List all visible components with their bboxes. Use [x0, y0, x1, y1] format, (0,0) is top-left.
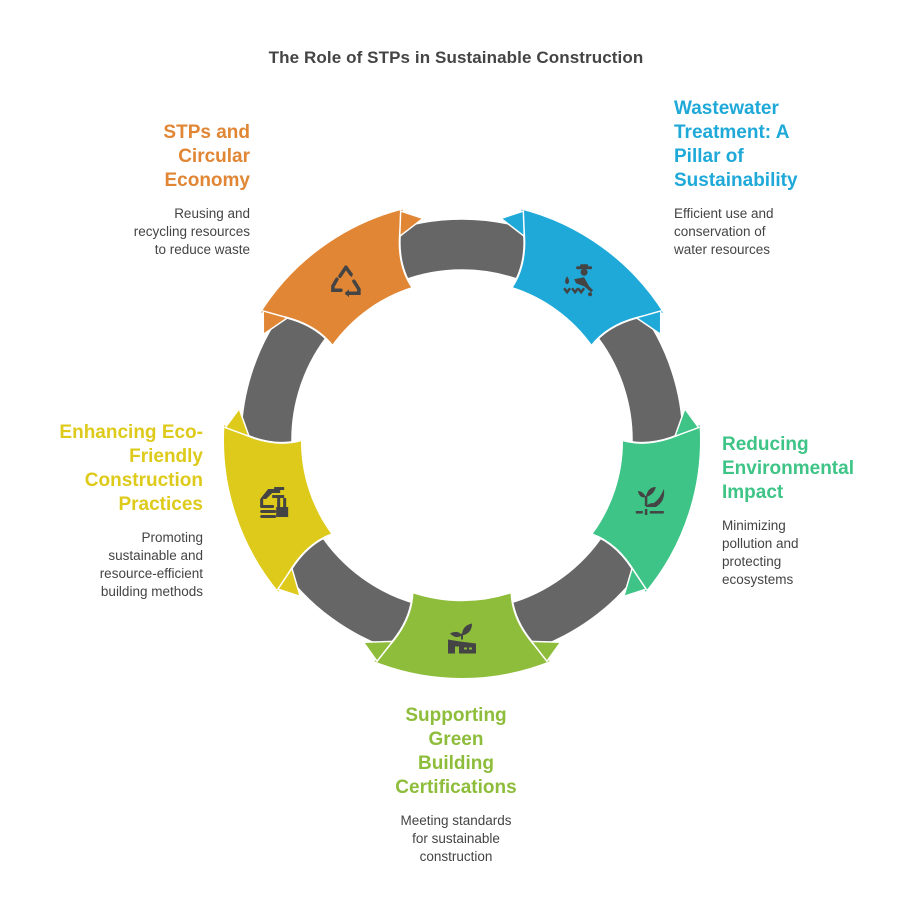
- recycle-icon: [331, 265, 361, 298]
- description-line: conservation of: [674, 224, 766, 239]
- segment-fold: [622, 566, 648, 598]
- segment-fold: [262, 309, 290, 336]
- heading-line: STPs and: [163, 122, 250, 143]
- segment-description: Efficient use and conservation of water re…: [674, 205, 874, 259]
- segment-wastewater[interactable]: [499, 206, 667, 348]
- segment-fold: [276, 566, 302, 598]
- heading-line: Practices: [118, 494, 203, 515]
- heading-line: Green: [428, 729, 484, 750]
- heading-line: Reducing: [722, 434, 809, 455]
- segment-fold: [361, 640, 395, 663]
- description-line: ecosystems: [722, 572, 794, 587]
- heading-line: Friendly: [129, 446, 203, 467]
- description-line: water resources: [674, 242, 771, 257]
- hand-plant-icon: [635, 487, 665, 516]
- green-factory-icon: [448, 623, 476, 654]
- heading-line: Enhancing Eco-: [59, 422, 203, 443]
- segment-fold: [224, 407, 251, 438]
- segment-description: Reusing and recycling resources to reduce …: [50, 205, 250, 259]
- description-line: protecting: [722, 554, 782, 569]
- segment-circular[interactable]: [257, 206, 425, 348]
- heading-line: Treatment: A: [674, 122, 790, 143]
- description-line: sustainable and: [108, 548, 203, 563]
- segment-shape: [257, 206, 415, 348]
- description-line: Efficient use and: [674, 206, 774, 221]
- description-line: Minimizing: [722, 518, 786, 533]
- description-line: resource-efficient: [99, 566, 203, 581]
- heading-line: Certifications: [395, 777, 517, 798]
- diagram-title: The Role of STPs in Sustainable Construc…: [268, 48, 644, 67]
- description-line: Promoting: [141, 530, 203, 545]
- heading-line: Environmental: [722, 458, 854, 479]
- segment-description: Minimizing pollution and protecting ecosyst…: [722, 517, 902, 589]
- heading-line: Building: [418, 753, 494, 774]
- segment-environment[interactable]: [589, 407, 702, 598]
- heading-line: Construction: [84, 470, 203, 491]
- segment-shape: [509, 206, 667, 348]
- heading-line: Economy: [164, 170, 250, 191]
- segment-certifications[interactable]: [361, 590, 563, 680]
- segment-fold: [398, 210, 425, 238]
- segment-fold: [529, 640, 563, 663]
- heading-line: Wastewater: [674, 98, 779, 119]
- heading-line: Impact: [722, 482, 784, 503]
- eco-house-icon: [260, 487, 289, 519]
- description-line: construction: [419, 849, 493, 864]
- description-line: to reduce waste: [154, 242, 250, 257]
- farmer-watering-icon: [563, 264, 594, 297]
- segment-description: Meeting standards for sustainable construc…: [356, 812, 556, 866]
- description-line: pollution and: [722, 536, 799, 551]
- segment-fold: [499, 210, 526, 238]
- segment-eco-construction[interactable]: [222, 407, 335, 598]
- description-line: recycling resources: [133, 224, 250, 239]
- description-line: for sustainable: [412, 831, 500, 846]
- segment-fold: [673, 407, 700, 438]
- segment-fold: [634, 309, 662, 336]
- heading-line: Supporting: [405, 705, 507, 726]
- heading-line: Circular: [178, 146, 250, 167]
- segment-description: Promoting sustainable and resource-efficie…: [20, 529, 203, 601]
- description-line: building methods: [100, 584, 203, 599]
- heading-line: Sustainability: [674, 170, 798, 191]
- heading-line: Pillar of: [674, 146, 744, 167]
- description-line: Meeting standards: [400, 813, 512, 828]
- description-line: Reusing and: [174, 206, 250, 221]
- segment-shape: [589, 421, 702, 596]
